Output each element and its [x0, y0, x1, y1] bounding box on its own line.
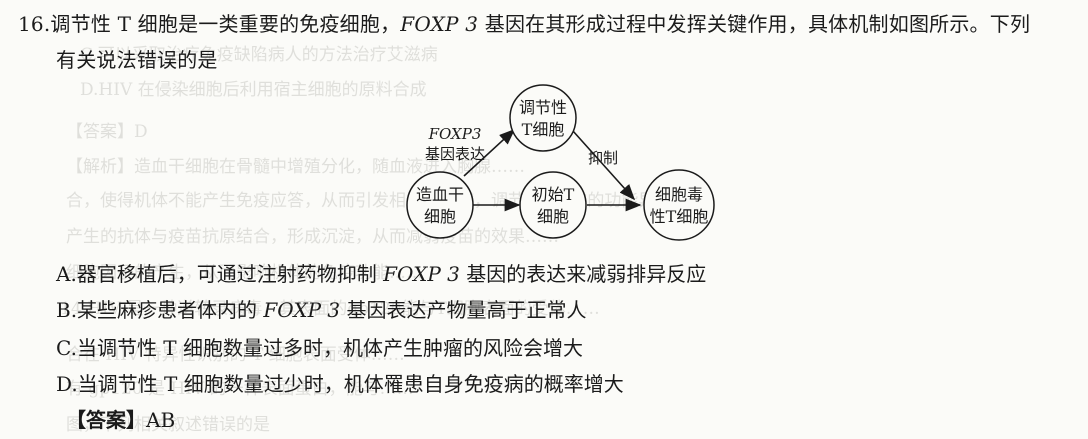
node-hsc	[406, 171, 474, 239]
bleed-through-text: 细胞因子的产生，从而影响机体的免疫功能……	[66, 263, 423, 283]
node-naive-label-1: 初始T	[532, 185, 575, 204]
gene-name: FOXP 3	[263, 298, 341, 322]
gene-name: FOXP 3	[383, 262, 460, 286]
gene-label: FOXP3	[428, 125, 482, 143]
arrow-treg-inhibit	[572, 130, 636, 201]
answer-value: AB	[146, 408, 176, 432]
answer-tag: 【答案】	[66, 408, 146, 432]
node-naive	[519, 171, 587, 239]
bleed-through-text: 【答案】D	[66, 122, 148, 142]
node-hsc-label-2: 细胞	[424, 207, 456, 226]
expression-label: 基因表达	[425, 145, 485, 163]
node-ctl-label-2: 性T细胞	[650, 207, 709, 226]
node-naive-label-2: 细胞	[537, 207, 569, 226]
question-line-2: 有关说法错误的是	[56, 44, 218, 73]
bleed-through-text: 合在 HIV 特异性识别的 T 细胞表面受体……	[66, 345, 405, 365]
question-number: 16.	[18, 12, 51, 36]
bleed-through-text: 14.HIV 是一种逆转录病毒，其表面的gp120能与T细胞表面的受体……	[60, 299, 600, 319]
node-ctl	[643, 169, 715, 241]
answer-line: 【答案】AB	[66, 404, 175, 433]
node-treg-label-1: 调节性	[519, 98, 567, 117]
question-text: 调节性 T 细胞是一类重要的免疫细胞，	[50, 12, 401, 36]
node-ctl-label-1: 细胞毒	[655, 185, 703, 204]
question-line-1: 16.调节性 T 细胞是一类重要的免疫细胞，FOXP 3 基因在其形成过程中发挥…	[18, 8, 1030, 37]
node-hsc-label-1: 造血干	[416, 185, 464, 204]
bleed-through-text: 有 gp120 是 HIV 的一种表面蛋白，能与……	[66, 379, 414, 399]
inhibit-label: 抑制	[588, 149, 618, 167]
bleed-through-text: 【解析】造血干细胞在骨髓中增殖分化，随血液进入胸腺……	[66, 157, 525, 177]
option-c: C.当调节性 T 细胞数量过多时，机体产生肿瘤的风险会增大	[56, 336, 584, 360]
bleed-through-text: 图，下列相关叙述错误的是	[66, 415, 270, 435]
option-a: A.器官移植后，可通过注射药物抑制 FOXP 3 基因的表达来减弱排异反应	[56, 262, 707, 286]
option-b: B.某些麻疹患者体内的 FOXP 3 基因表达产物量高于正常人	[56, 298, 587, 322]
bleed-through-text: D.HIV 在侵染细胞后利用宿主细胞的原料合成	[80, 80, 427, 100]
gene-name: FOXP 3	[400, 12, 479, 36]
option-d: D.当调节性 T 细胞数量过少时，机体罹患自身免疫病的概率增大	[56, 372, 624, 396]
question-text: 有关说法错误的是	[56, 48, 218, 72]
arrow-hsc-to-treg	[463, 128, 516, 177]
question-text: 基因在其形成过程中发挥关键作用，具体机制如图所示。下列	[478, 12, 1031, 36]
bleed-through-text: C.可以采取治疗免疫缺陷病人的方法治疗艾滋病	[80, 45, 438, 65]
node-treg-label-2: T细胞	[522, 120, 565, 139]
node-treg	[509, 84, 577, 152]
